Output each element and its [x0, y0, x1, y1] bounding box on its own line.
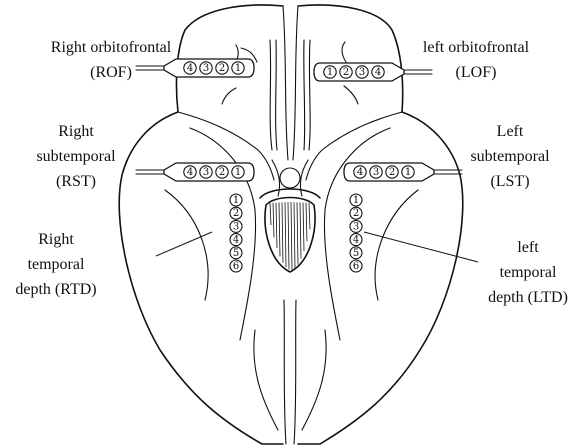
rof-contact-number: 2	[219, 63, 225, 74]
brainstem-hatch-line	[297, 202, 298, 264]
lof-contact-number: 3	[359, 67, 365, 78]
label-rof-line1: Right orbitofrontal	[51, 39, 172, 56]
lst-contact-number: 2	[389, 167, 395, 178]
lst-contact-number: 1	[405, 167, 411, 178]
lst-contact-number: 3	[373, 167, 379, 178]
label-lof: left orbitofrontal (LOF)	[423, 39, 530, 81]
rtd-electrode: 1 2 3 4 5 6	[230, 194, 242, 272]
ltd-contact-number: 4	[353, 235, 359, 246]
brainstem-hatch-line	[276, 203, 277, 248]
label-lof-line1: left orbitofrontal	[423, 39, 530, 56]
label-ltd-line3: depth (LTD)	[488, 289, 568, 306]
rtd-contact-number: 3	[233, 221, 239, 232]
brainstem-hatch-line	[294, 202, 295, 268]
label-rst: Right subtemporal (RST)	[36, 123, 116, 190]
rof-contact-number: 4	[187, 63, 193, 74]
label-rof: Right orbitofrontal (ROF)	[51, 39, 172, 81]
brainstem-hatch-line	[270, 203, 271, 225]
brainstem-hatch-line	[288, 202, 289, 269]
label-rof-line2: (ROF)	[90, 64, 132, 81]
rst-contact-number: 1	[235, 167, 241, 178]
label-ltd-line2: temporal	[500, 264, 557, 281]
lst-contact-number: 4	[357, 167, 363, 178]
lof-contact-number: 1	[327, 67, 333, 78]
rtd-contact-number: 5	[233, 248, 239, 259]
ltd-contact-number: 6	[353, 261, 359, 272]
label-rst-line3: (RST)	[56, 173, 96, 190]
ltd-contact-number: 3	[353, 221, 359, 232]
label-rst-line1: Right	[58, 123, 94, 140]
label-lof-line2: (LOF)	[456, 64, 497, 81]
label-rtd: Right temporal depth (RTD)	[15, 231, 96, 298]
rof-contact-number: 1	[235, 63, 241, 74]
label-rtd-line1: Right	[38, 231, 74, 248]
lof-contact-number: 4	[375, 67, 381, 78]
label-lst-line3: (LST)	[490, 173, 529, 190]
label-lst-line1: Left	[497, 123, 524, 140]
brainstem-hatch-line	[285, 202, 286, 267]
brainstem-hatch-line	[300, 203, 301, 259]
label-ltd-line1: left	[517, 239, 539, 256]
label-rtd-line2: temporal	[28, 256, 85, 273]
rtd-contact-number: 6	[233, 261, 239, 272]
brainstem-hatch-line	[291, 202, 292, 270]
rtd-contact-number: 1	[233, 195, 239, 206]
rst-contact-number: 3	[203, 167, 209, 178]
label-ltd: left temporal depth (LTD)	[488, 239, 568, 306]
rst-contact-number: 4	[187, 167, 193, 178]
label-lst: Left subtemporal (LST)	[470, 123, 550, 190]
ltd-contact-number: 1	[353, 195, 359, 206]
brainstem-hatch-line	[279, 203, 280, 257]
ltd-contact-number: 5	[353, 248, 359, 259]
brainstem-hatch-line	[282, 202, 283, 262]
brainstem-hatch-line	[309, 203, 310, 229]
rst-contact-number: 2	[219, 167, 225, 178]
brainstem-hatch-line	[303, 203, 304, 251]
label-rtd-line3: depth (RTD)	[15, 281, 96, 298]
label-lst-line2: subtemporal	[470, 148, 550, 165]
brainstem-hatch-line	[306, 203, 307, 241]
brainstem-hatch-line	[273, 203, 274, 238]
ltd-contact-number: 2	[353, 208, 359, 219]
label-rst-line2: subtemporal	[36, 148, 116, 165]
lof-contact-number: 2	[343, 67, 349, 78]
ltd-electrode: 1 2 3 4 5 6	[350, 194, 362, 272]
rtd-contact-number: 4	[233, 235, 239, 246]
brainstem	[265, 198, 315, 273]
rtd-contact-number: 2	[233, 208, 239, 219]
rof-contact-number: 3	[203, 63, 209, 74]
